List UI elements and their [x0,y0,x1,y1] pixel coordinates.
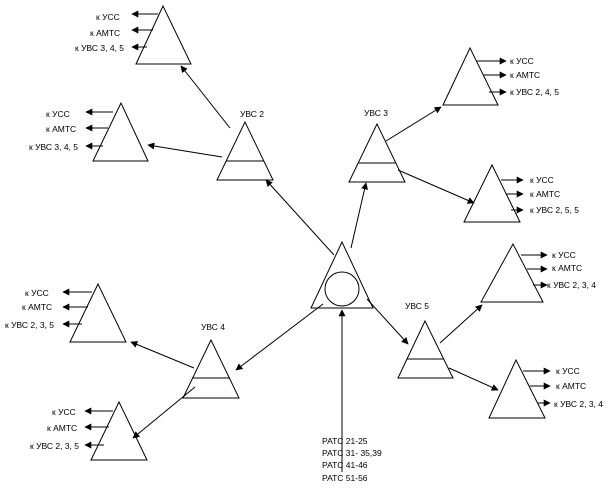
uvs2-label: УВС 2 [240,109,264,119]
leaf-tr-stubs [477,57,507,96]
leaf-l4-stubs [84,407,113,449]
central-hub [310,240,374,309]
leaf-r4-stubs [523,367,551,407]
uvs5-label: УВС 5 [405,301,429,311]
leaf-tr-label-3: к УВС 2, 4, 5 [510,87,559,97]
leaf-triangle [90,400,148,461]
leaf-r3-label-2: к АМТС [552,263,582,273]
leaf-tl-label-1: к УСС [96,12,120,22]
leaf-l2-label-2: к АМТС [46,124,76,134]
leaf-triangle [480,242,544,303]
leaf-r2-label-2: к АМТС [530,189,560,199]
uvs3-label: УВС 3 [364,108,388,118]
bottom-label-2: РАТС 31- 35,39 [322,448,382,458]
leaf-l2-label-1: к УСС [46,109,70,119]
leaf-r2-label-3: к УВС 2, 5, 5 [530,205,579,215]
leaf-l3-label-3: к УВС 2, 3, 5 [5,320,54,330]
leaf-r3-stubs [521,251,548,289]
bottom-label-1: РАТС 21-25 [322,436,368,446]
leaf-l4-label-3: к УВС 2, 3, 5 [30,441,79,451]
leaf-l3-label-2: к АМТС [22,302,52,312]
leaf-tl-label-3: к УВС 3, 4, 5 [75,43,124,53]
leaf-l3-stubs [62,288,92,328]
leaf-r2-label-1: к УСС [530,175,554,185]
leaf-triangle [442,46,499,106]
leaf-triangle [92,101,149,162]
connections [130,65,499,472]
uvs3-node [348,122,406,183]
uvs4-label: УВС 4 [201,322,225,332]
leaf-r2-stubs [501,176,524,214]
leaf-tr-label-2: к АМТС [510,70,540,80]
leaf-r3-label-3: к УВС 2, 3, 4 [547,280,596,290]
leaf-l4-label-1: к УСС [52,407,76,417]
uvs4-node [182,338,240,399]
uvs5-node [397,319,454,379]
uvs2-node [216,120,274,181]
leaf-l4-label-2: к АМТС [47,423,77,433]
leaf-r4-label-1: к УСС [556,366,580,376]
leaf-tl-stubs [131,10,158,51]
leaf-l3-label-1: к УСС [25,288,49,298]
leaf-triangle [135,4,192,65]
bottom-label-4: РАТС 51-56 [322,473,368,483]
bottom-label-3: РАТС 41-46 [322,460,368,470]
leaf-r4-label-2: к АМТС [556,381,586,391]
leaf-triangle [69,282,127,343]
leaf-l2-label-3: к УВС 3, 4, 5 [29,142,78,152]
leaf-r4-label-3: к УВС 2, 3, 4 [554,399,603,409]
leaf-triangle [488,358,546,419]
leaf-l2-stubs [85,108,113,150]
leaf-tr-label-1: к УСС [510,56,534,66]
leaf-r3-label-1: к УСС [552,250,576,260]
leaf-tl-label-2: к АМТС [90,28,120,38]
